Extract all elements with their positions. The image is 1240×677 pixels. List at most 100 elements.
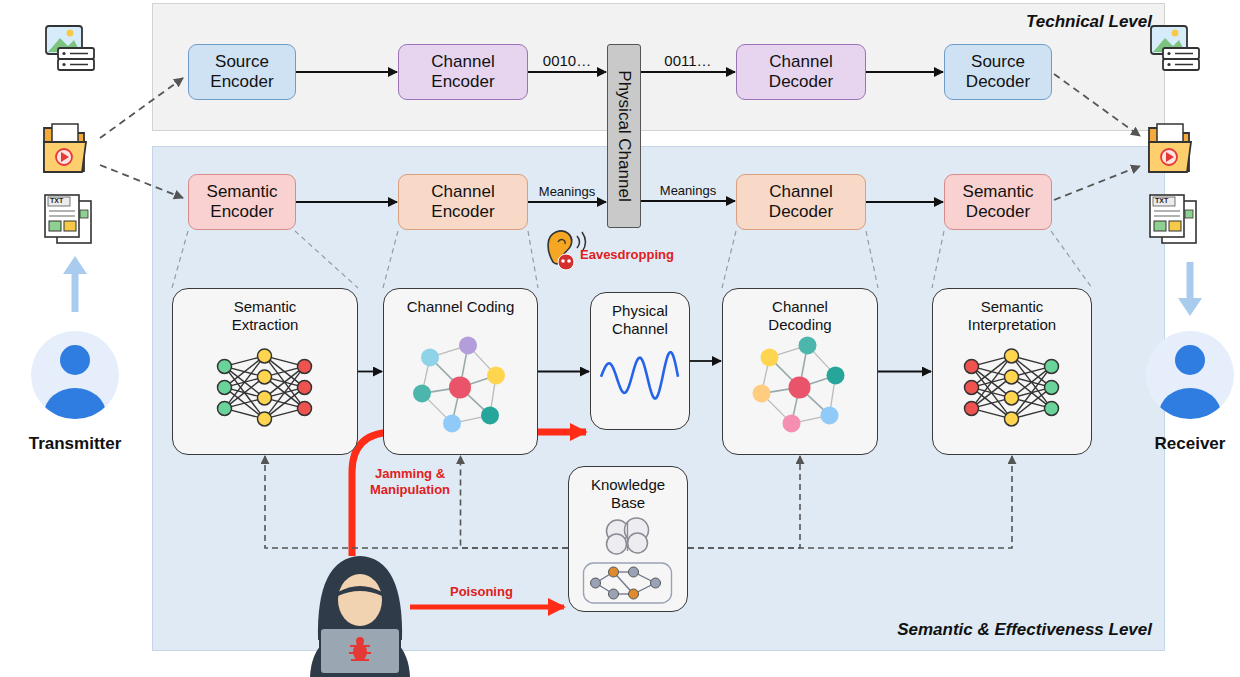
module-illustration (591, 578, 601, 588)
module-illustration (1005, 391, 1019, 405)
box-label: Knowledge Base (578, 476, 678, 512)
flow-arrow (641, 200, 735, 202)
module-illustration (298, 359, 312, 373)
module-box: Semantic Extraction (172, 288, 358, 455)
module-illustration (487, 366, 505, 384)
media-icons (80, 210, 88, 218)
module-illustration (1005, 370, 1019, 384)
module-illustration (298, 380, 312, 394)
media-icons (64, 221, 76, 231)
eavesdrop-icon (567, 259, 571, 263)
module-illustration (1045, 401, 1059, 415)
module-illustration (298, 401, 312, 415)
media-icons (49, 211, 75, 216)
module-illustration (627, 521, 628, 551)
person-icon (31, 331, 119, 440)
box-label: Semantic Extraction (205, 298, 325, 334)
process-box: Channel Encoder (398, 44, 528, 100)
media-icons (67, 30, 74, 37)
box-label: Channel Encoder (408, 182, 518, 223)
media-icons (62, 52, 65, 55)
knowledge-box: Knowledge Base (568, 466, 688, 612)
zoom-line (172, 231, 358, 288)
box-label: Physical Channel (614, 70, 634, 201)
eavesdrop-icon (558, 240, 565, 244)
process-box: Channel Decoder (736, 174, 866, 230)
process-box: Source Encoder (188, 44, 296, 100)
module-illustration (827, 366, 845, 384)
level-title: Semantic & Effectiveness Level (897, 620, 1152, 640)
flow-arrow (690, 360, 721, 362)
module-illustration (783, 414, 801, 432)
flow-arrow (296, 71, 397, 73)
media-icons (61, 152, 69, 162)
media-icons (48, 197, 70, 206)
dashed-arrow (100, 78, 183, 138)
person-icon (44, 388, 106, 440)
module-box: Semantic Interpretation (932, 288, 1092, 455)
edge-label: Meanings (660, 183, 716, 198)
box-label: Semantic Decoder (952, 182, 1044, 223)
module-illustration (629, 567, 639, 577)
dashed-arrow (1054, 74, 1140, 136)
module-illustration (443, 414, 461, 432)
module-illustration (1005, 412, 1019, 426)
module-illustration (218, 359, 232, 373)
module-illustration (965, 401, 979, 415)
module-illustration (421, 348, 439, 366)
media-icons (70, 54, 88, 65)
flow-arrow (528, 71, 606, 73)
knowledge-link (688, 456, 1012, 548)
module-illustration (413, 384, 431, 402)
box-label: Semantic Interpretation (952, 298, 1072, 334)
flow-arrow (296, 201, 397, 203)
process-box: Channel Decoder (736, 44, 866, 100)
module-box: Physical Channel (590, 292, 690, 430)
box-label: Channel Decoder (746, 182, 856, 223)
knowledge-link (461, 456, 569, 548)
module-illustration (821, 406, 839, 424)
box-label: Channel Coding (407, 298, 515, 316)
module-illustration (258, 391, 272, 405)
module-illustration (799, 336, 817, 354)
flow-arrow (72, 272, 79, 312)
module-illustration (965, 380, 979, 394)
dashed-arrow (100, 74, 1140, 200)
module-illustration (1045, 380, 1059, 394)
process-box: Semantic Decoder (944, 174, 1052, 230)
flow-arrow (1187, 262, 1194, 300)
module-illustration (584, 563, 672, 603)
flow-arrow (1178, 298, 1202, 316)
dashed-arrow (1054, 166, 1140, 200)
module-illustration (965, 359, 979, 373)
module-box: Channel Coding (383, 288, 538, 455)
level-band: Technical LevelSource EncoderChannel Enc… (152, 3, 1165, 131)
attack-label: Jamming & Manipulation (366, 466, 454, 497)
module-illustration (601, 352, 678, 398)
attack-label: Poisoning (450, 584, 513, 600)
attack-arrow (410, 605, 564, 610)
flow-arrow (358, 371, 382, 373)
attacker-icon (310, 628, 410, 677)
flow-arrow (63, 256, 1202, 316)
box-label: Channel Encoder (408, 52, 518, 93)
flow-arrow (866, 71, 943, 73)
box-label: Channel Decoder (746, 52, 856, 93)
module-illustration (1045, 359, 1059, 373)
eavesdrop-icon (561, 259, 565, 263)
zoom-line (722, 231, 878, 288)
flow-arrow (641, 71, 735, 73)
module-illustration (651, 578, 661, 588)
module-illustration (258, 412, 272, 426)
flow-arrow (878, 371, 931, 373)
process-box: Semantic Encoder (188, 174, 296, 230)
module-illustration (607, 534, 627, 554)
process-box: Source Decoder (944, 44, 1052, 100)
attacker-icon (320, 628, 400, 674)
attack-label: Eavesdropping (580, 247, 674, 263)
role-label: Transmitter (29, 434, 122, 454)
attacker-icon (310, 556, 410, 677)
knowledge-link (265, 456, 568, 548)
zoom-line (383, 231, 538, 288)
box-label: Channel Decoding (740, 298, 860, 334)
